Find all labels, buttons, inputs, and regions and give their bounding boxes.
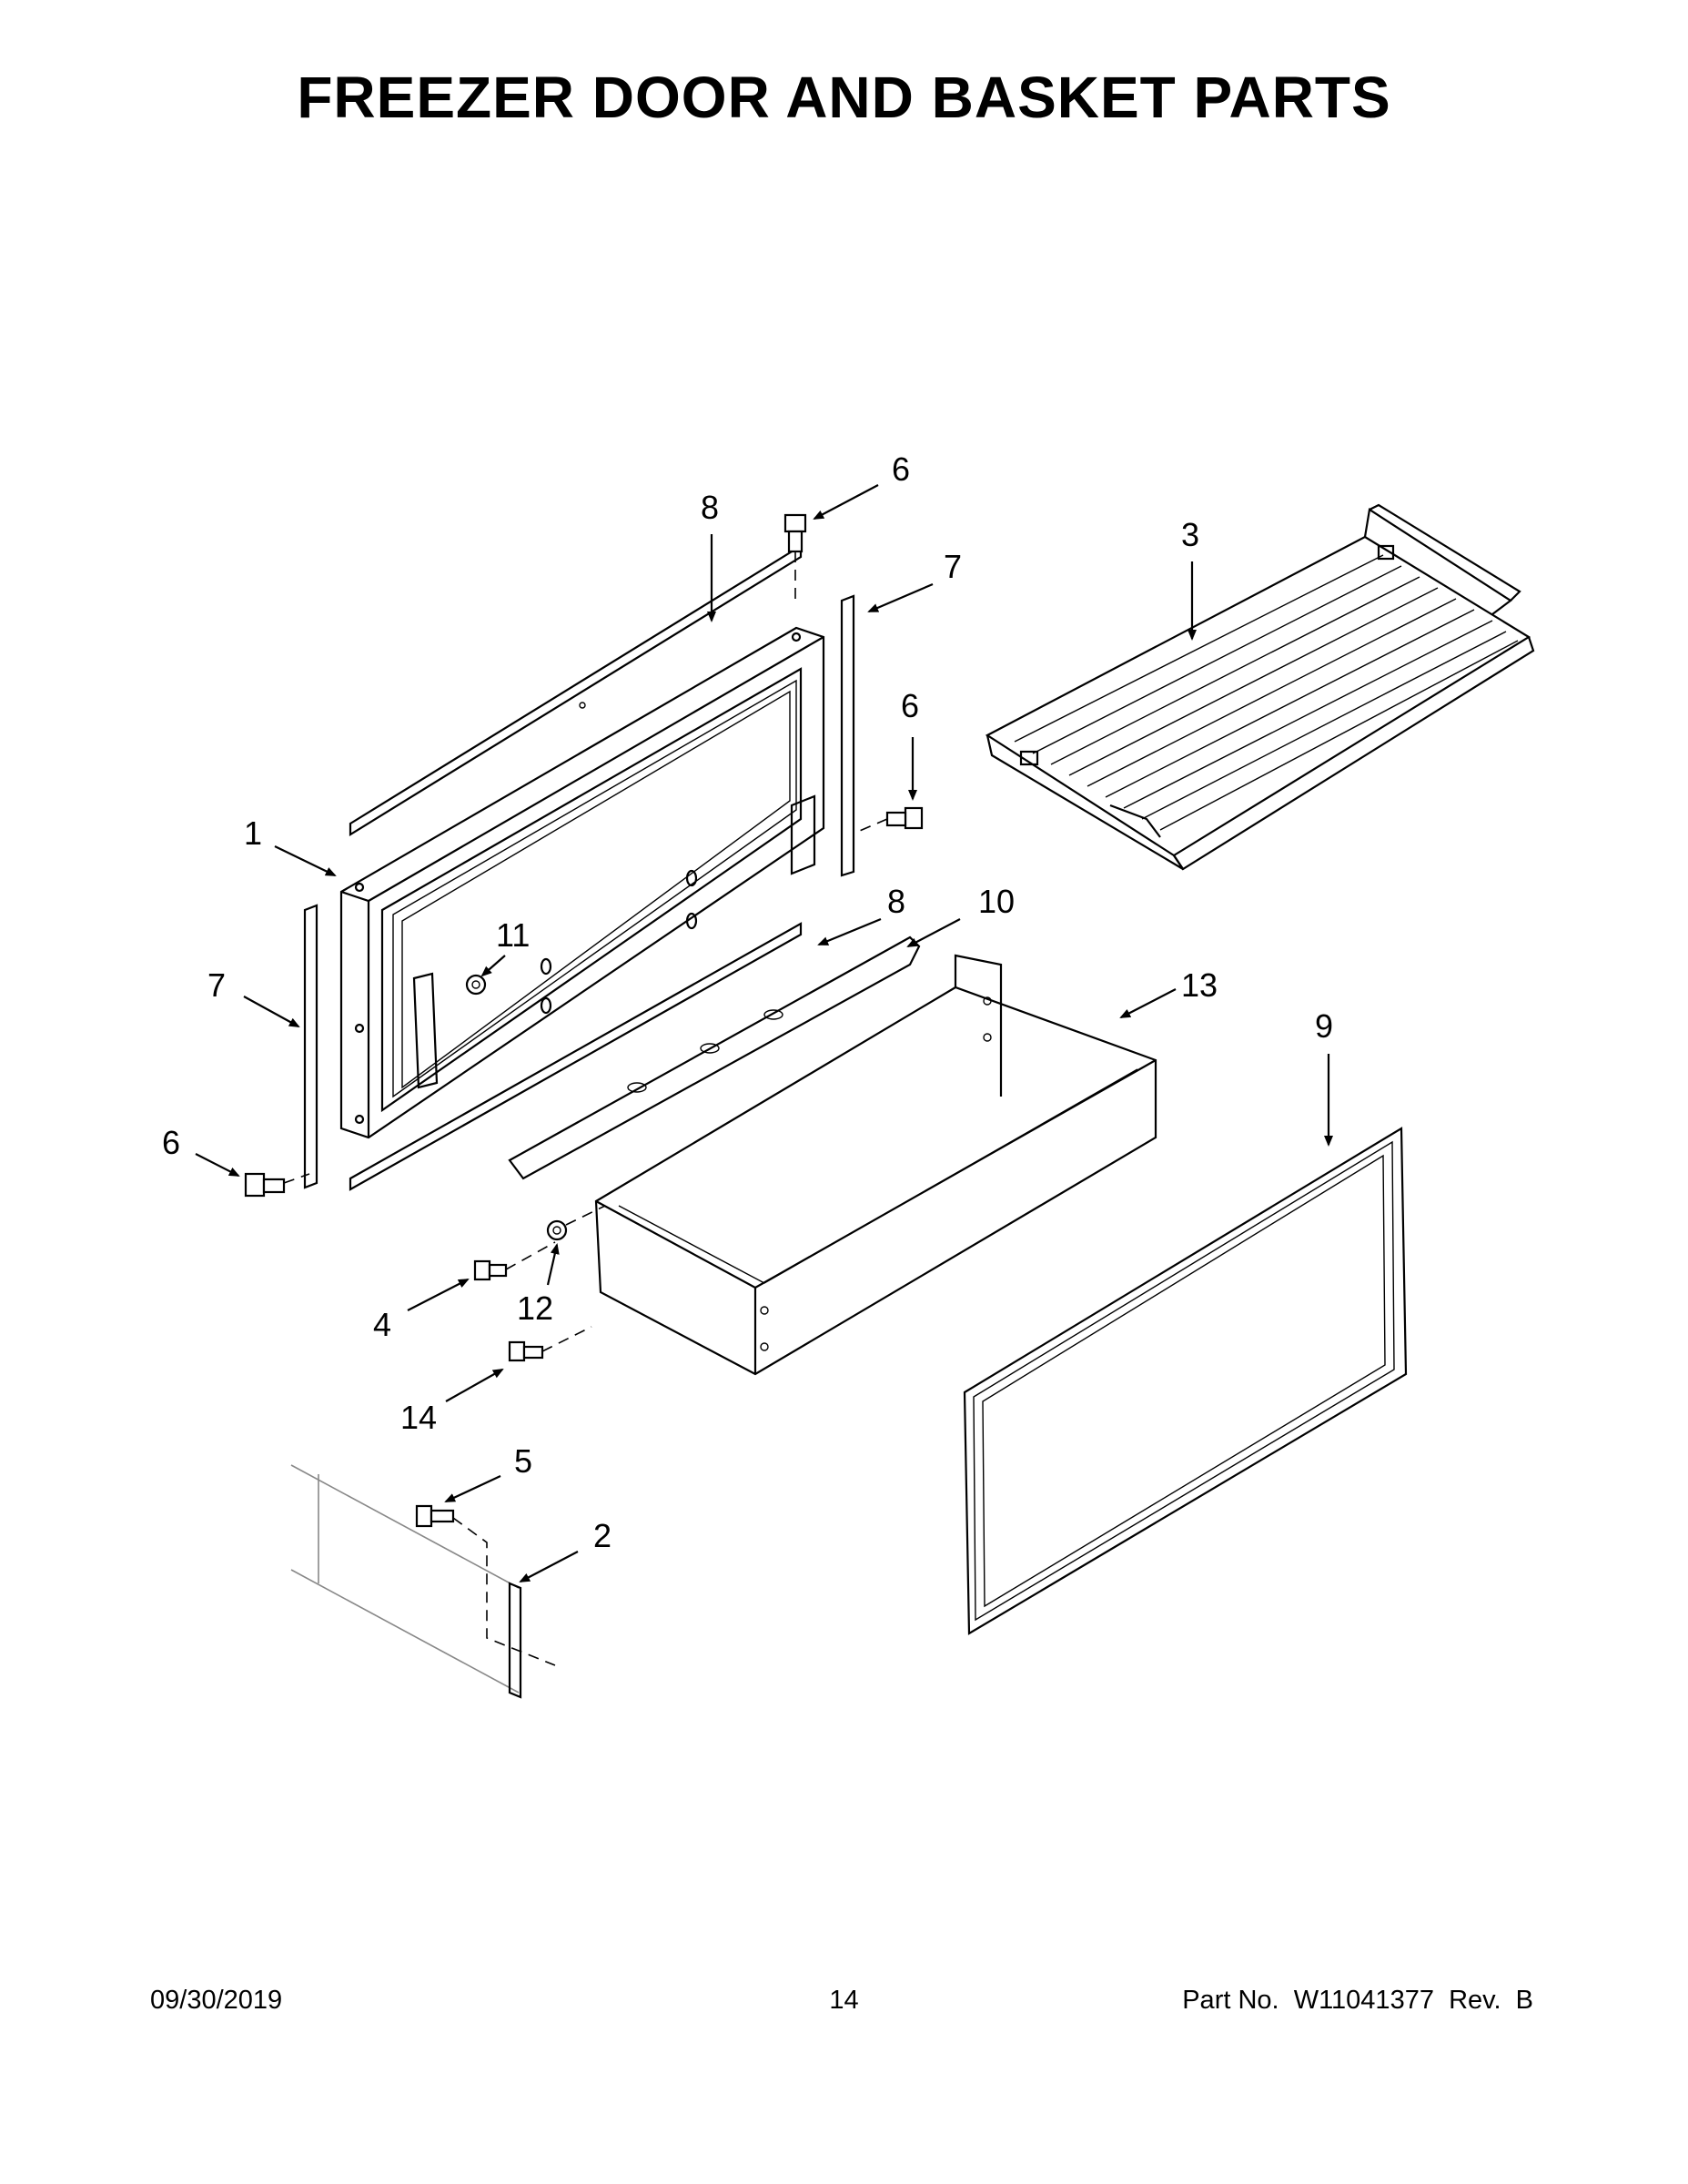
callout-5: 5 [514, 1442, 532, 1480]
callout-13: 13 [1181, 966, 1218, 1004]
footer-date: 09/30/2019 [150, 1986, 283, 2015]
callout-9: 9 [1315, 1007, 1333, 1045]
callout-8: 8 [887, 883, 905, 920]
part-1-door-frame [339, 626, 825, 1139]
screw-part-6-left [244, 1172, 310, 1198]
footer-part-number: Part No. W11041377 Rev. B [1182, 1986, 1533, 2015]
callout-2: 2 [593, 1517, 612, 1554]
part-13-basket-bin [594, 954, 1157, 1376]
screw-part-14 [508, 1326, 592, 1362]
callout-10: 10 [978, 883, 1015, 920]
part-8-bottom-trim [349, 922, 803, 1191]
part-7-right-strip [840, 594, 855, 877]
callout-6: 6 [162, 1124, 180, 1161]
page-title: FREEZER DOOR AND BASKET PARTS [297, 65, 1391, 130]
screw-part-5 [415, 1504, 556, 1666]
callout-12: 12 [517, 1289, 553, 1327]
callout-1: 1 [244, 814, 262, 852]
callout-labels: 6 8 7 3 6 1 8 10 11 7 13 9 6 12 4 14 5 2 [162, 450, 1333, 1554]
part-2-front-panel [290, 1464, 522, 1699]
callout-4: 4 [373, 1306, 391, 1343]
callout-7: 7 [207, 966, 226, 1004]
callout-7: 7 [944, 548, 962, 585]
part-10-rail [508, 935, 921, 1180]
callout-14: 14 [400, 1399, 437, 1436]
part-8-top-trim [349, 544, 803, 836]
screw-part-6-top [783, 513, 807, 601]
screw-part-4 [473, 1241, 556, 1281]
callout-8: 8 [701, 489, 719, 526]
part-3-basket-shelf [985, 503, 1535, 871]
nut-part-11 [465, 974, 487, 996]
footer-page-number: 14 [829, 1986, 859, 2015]
callout-3: 3 [1181, 516, 1199, 553]
callout-6: 6 [892, 450, 910, 488]
washer-part-12 [546, 1205, 606, 1241]
part-7-left-strip [303, 904, 318, 1189]
callout-11: 11 [496, 916, 530, 954]
callout-6: 6 [901, 687, 919, 724]
part-9-gasket [963, 1127, 1408, 1635]
screw-part-6-right [854, 806, 924, 834]
leader-arrows [195, 484, 1333, 1582]
